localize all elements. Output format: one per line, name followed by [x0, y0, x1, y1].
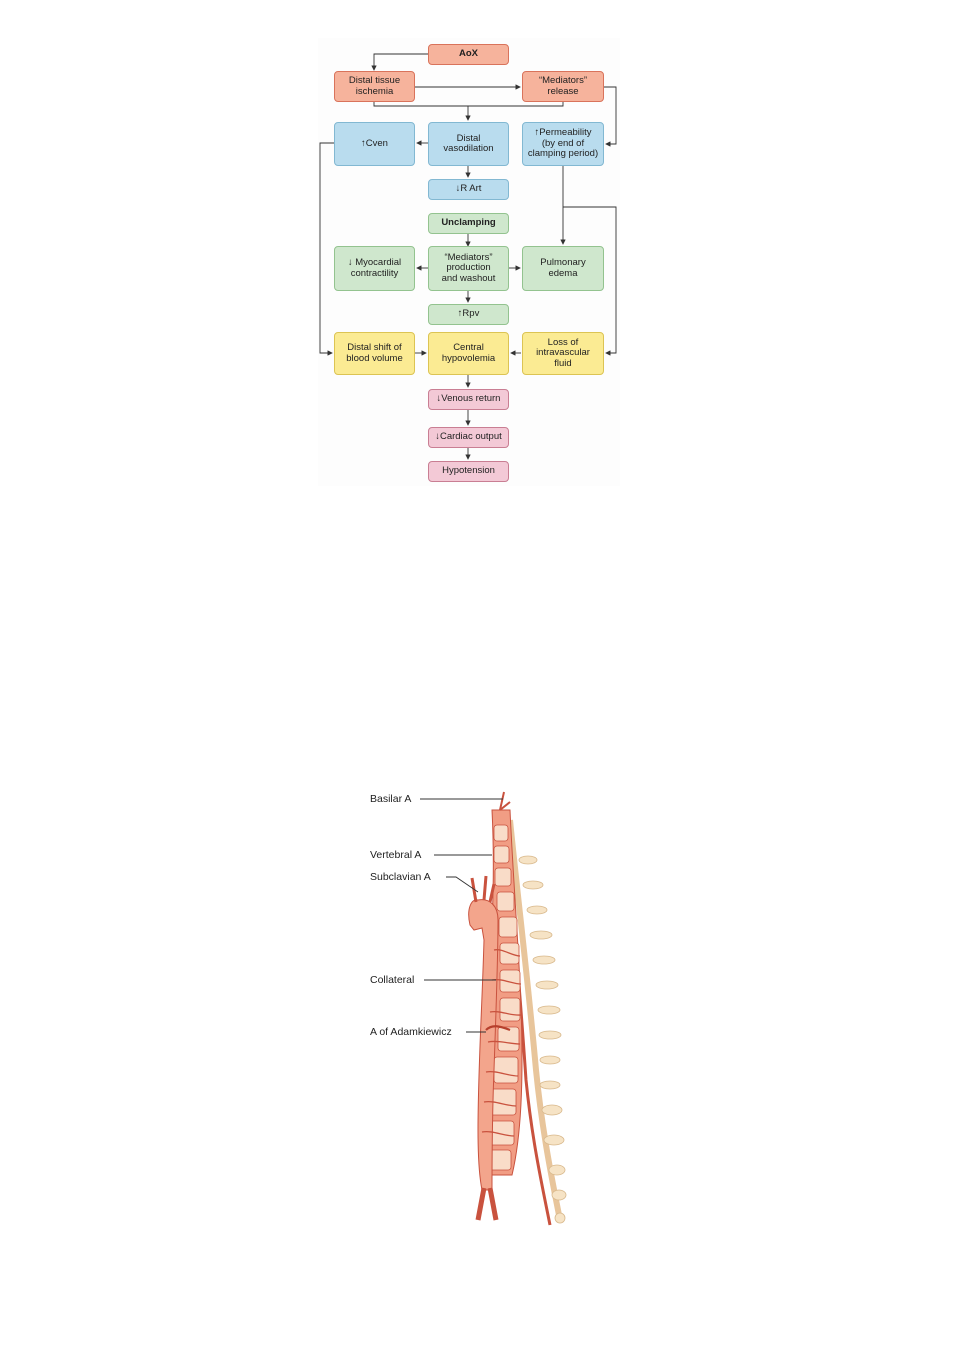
label-leader-lines: [420, 798, 503, 1033]
node-myocardial-contractility: ↓ Myocardial contractility: [334, 246, 415, 291]
label-collateral: Collateral: [370, 974, 415, 986]
node-mediators-production: “Mediators” production and washout: [428, 246, 509, 291]
flowchart-connectors: [319, 53, 617, 460]
label-vertebral-a: Vertebral A: [370, 849, 422, 861]
label-subclavian-a: Subclavian A: [370, 871, 431, 883]
label-a-of-adamkiewicz: A of Adamkiewicz: [370, 1026, 452, 1038]
node-distal-vasodilation: Distal vasodilation: [428, 122, 509, 166]
node-unclamping: Unclamping: [428, 213, 509, 234]
node-mediators-release: “Mediators” release: [522, 71, 604, 102]
node-central-hypovolemia: Central hypovolemia: [428, 332, 509, 375]
node-distal-tissue-ischemia: Distal tissue ischemia: [334, 71, 415, 102]
node-rpv: ↑Rpv: [428, 304, 509, 325]
spine-aorta-drawing: [468, 791, 567, 1226]
node-venous-return: ↓Venous return: [428, 389, 509, 410]
spinal-vascular-illustration: Basilar A Vertebral A Subclavian A Colla…: [360, 780, 580, 1240]
node-distal-shift: Distal shift of blood volume: [334, 332, 415, 375]
node-pulmonary-edema: Pulmonary edema: [522, 246, 604, 291]
label-basilar-a: Basilar A: [370, 793, 412, 805]
node-aox: AoX: [428, 44, 509, 65]
node-cven: ↑Cven: [334, 122, 415, 166]
node-r-art: ↓R Art: [428, 179, 509, 200]
node-permeability: ↑Permeability (by end of clamping period…: [522, 122, 604, 166]
node-loss-intravascular: Loss of intravascular fluid: [522, 332, 604, 375]
flowchart: AoX Distal tissue ischemia “Mediators” r…: [318, 38, 620, 486]
node-hypotension: Hypotension: [428, 461, 509, 482]
node-cardiac-output: ↓Cardiac output: [428, 427, 509, 448]
